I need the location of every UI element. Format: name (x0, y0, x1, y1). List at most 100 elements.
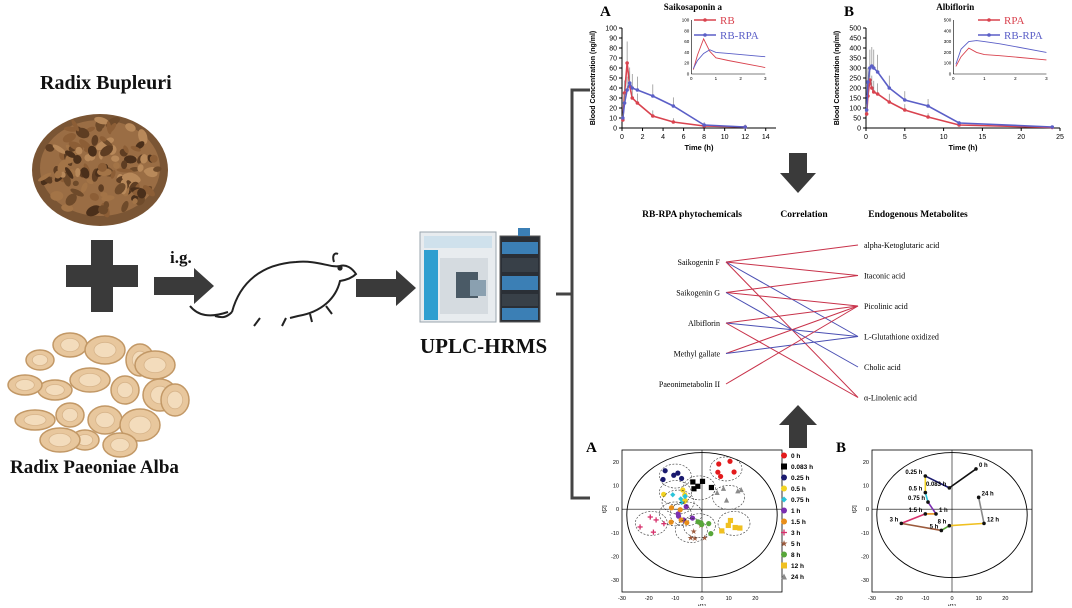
legend-label: 3 h (791, 530, 800, 537)
herb-chip (106, 121, 112, 135)
score-point (720, 485, 727, 491)
correlation-link (725, 244, 859, 263)
score-point (682, 493, 688, 499)
x-axis-label: Time (h) (684, 143, 714, 152)
group-ellipse (717, 511, 751, 536)
y-tick-label: 20 (863, 460, 869, 466)
score-point (637, 524, 643, 530)
x-tick-label: 6 (682, 134, 686, 141)
x-tick-label: 20 (1017, 134, 1025, 141)
inset-series-line (692, 49, 766, 69)
inset-series-line (955, 47, 1047, 67)
herb-chip (100, 145, 113, 157)
legend-label: 1.5 h (791, 519, 806, 526)
herb-chip (149, 154, 158, 163)
y-tick-label: -30 (861, 578, 869, 584)
y-tick-label: -20 (861, 555, 869, 561)
trajectory-point (926, 500, 930, 504)
inset-x-tick-label: 3 (764, 76, 767, 81)
herb-chip (65, 193, 77, 206)
correlation-link (725, 322, 859, 398)
legend-label: 24 h (791, 574, 804, 581)
panel-letter: A (586, 440, 597, 456)
score-point (661, 521, 667, 527)
score-point (706, 521, 712, 527)
score-point (690, 479, 696, 485)
root-slice-core (60, 337, 80, 352)
legend-label: 0 h (791, 453, 800, 460)
trajectory-segment (948, 468, 977, 489)
score-point (699, 521, 705, 528)
herb-chip (138, 129, 148, 145)
score-point (678, 496, 684, 502)
data-point (875, 92, 880, 96)
trajectory-label: 5 h (930, 524, 939, 530)
herb1-label: Radix Bupleuri (40, 72, 172, 94)
data-point (875, 70, 880, 74)
herb-chip (132, 198, 138, 205)
root-slice-core (93, 341, 117, 359)
herb-chip (81, 182, 88, 193)
legend-label: 0.25 h (791, 475, 809, 482)
trajectory-point (923, 474, 928, 478)
herb-chip (87, 145, 97, 157)
trajectory-segment (977, 497, 985, 524)
trajectory-label: 1 h (939, 508, 948, 514)
score-point (781, 463, 787, 470)
score-point (668, 519, 674, 525)
root-slice-core (23, 414, 47, 426)
trajectory-point (923, 490, 928, 495)
score-point (716, 461, 722, 467)
trajectory-label: 0.25 h (905, 470, 922, 476)
inset-x-tick-label: 1 (983, 76, 986, 81)
root-slice-core (15, 379, 35, 391)
inset-y-tick-label: 200 (944, 50, 952, 55)
x-tick-label: 10 (976, 596, 982, 602)
data-point (903, 98, 907, 102)
inset-x-tick-label: 0 (952, 76, 955, 81)
herb-chip (75, 127, 90, 139)
root-slice-core (116, 381, 134, 399)
herb-chip (99, 136, 107, 142)
herb-chip (65, 150, 76, 158)
legend-label: 8 h (791, 552, 800, 559)
y-tick-label: 40 (609, 86, 617, 93)
root-slice-core (166, 390, 184, 410)
root-slice-core (95, 411, 115, 429)
data-point (702, 123, 706, 127)
score-point (691, 486, 697, 492)
data-point (864, 108, 869, 112)
data-point (903, 108, 907, 112)
score-point (781, 551, 787, 558)
score-point (670, 492, 676, 498)
inset-series-line (692, 37, 766, 70)
y-tick-label: -20 (611, 555, 619, 561)
hotelling-ellipse (876, 452, 1028, 579)
x-tick-label: -10 (921, 596, 929, 602)
legend-label: RPA (1004, 15, 1024, 27)
herb-chip (70, 188, 84, 197)
y-tick-label: 90 (609, 36, 617, 43)
group-ellipse (709, 456, 743, 482)
x-tick-label: 10 (726, 596, 732, 602)
data-point (671, 120, 676, 124)
series-line (622, 81, 746, 128)
herb-chip (80, 167, 90, 179)
y-tick-label: -30 (611, 578, 619, 584)
y-axis-label: Blood Concentration (ng/ml) (834, 31, 841, 126)
herb-chip (84, 154, 92, 162)
x-tick-label: 2 (641, 134, 645, 141)
score-point (661, 491, 667, 497)
score-point (660, 476, 666, 483)
inset-y-tick-label: 100 (682, 18, 690, 23)
correlation-link (725, 305, 859, 354)
y-tick-label: 60 (609, 66, 617, 73)
herb-chip (137, 164, 144, 172)
score-point (718, 473, 724, 480)
trajectory-label: 24 h (982, 491, 994, 497)
plus-icon (66, 240, 138, 312)
pca-score-plot-a: A-30-20-100102020100-10-20-30t[1]t[2]★★★… (586, 440, 813, 606)
root-slice-core (45, 384, 65, 396)
